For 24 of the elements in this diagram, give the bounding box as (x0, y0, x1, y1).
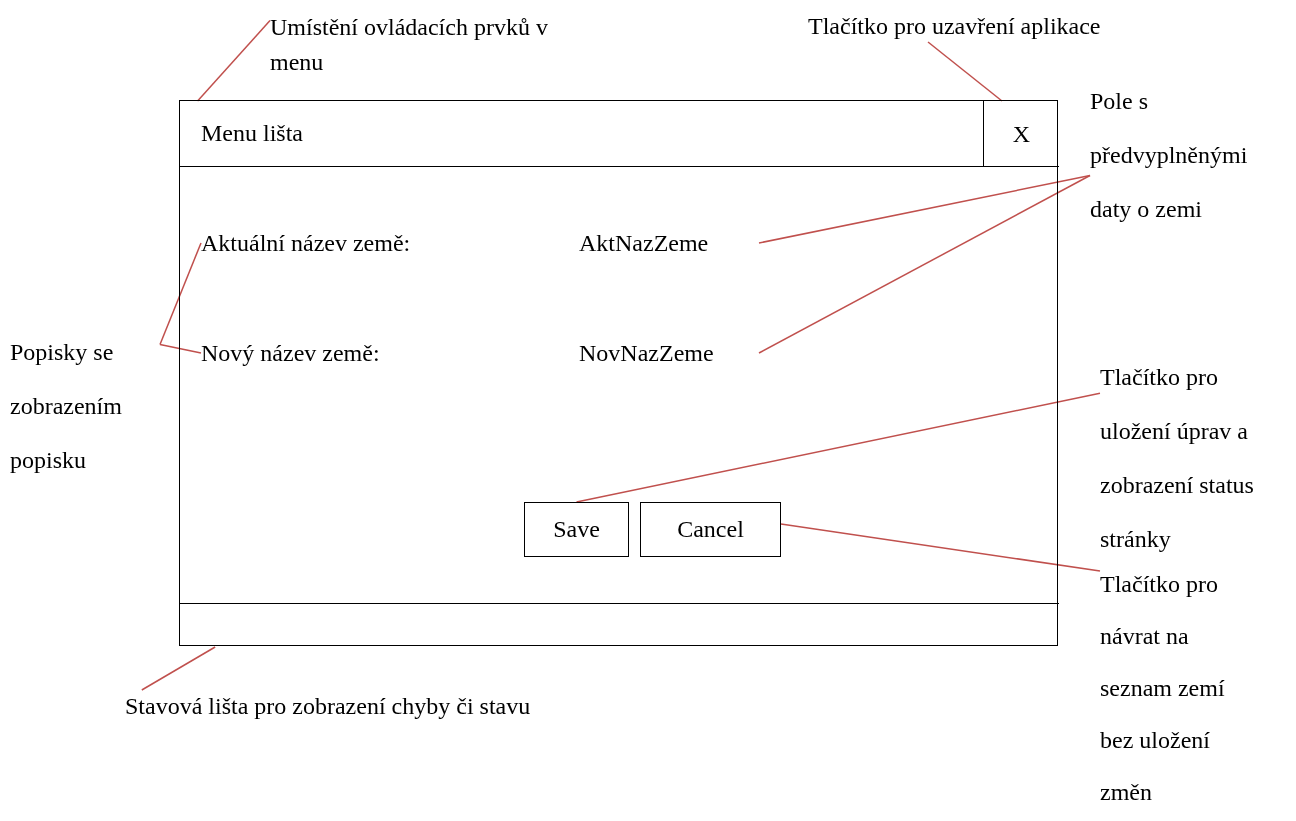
leader-line (196, 19, 271, 102)
annotation-text: Umístění ovládacích prvků v menu (270, 10, 600, 80)
leader-line (575, 392, 1101, 503)
annotation-text: Popisky se zobrazením popisku (10, 325, 160, 487)
annotation-text: Tlačítko pro uzavření aplikace (808, 10, 1208, 42)
leader-line (758, 174, 1091, 354)
field-label: Nový název země: (201, 337, 501, 369)
annotation-text: Stavová lišta pro zobrazení chyby či stavu (125, 690, 685, 722)
annotation-text: Pole s předvyplněnými daty o zemi (1090, 74, 1260, 290)
field-value: AktNazZeme (579, 227, 759, 259)
window-frame (179, 100, 1058, 646)
leader-line (780, 523, 1101, 572)
leader-line (159, 343, 202, 354)
leader-line (159, 242, 202, 346)
leader-line (758, 174, 1091, 244)
close-button: X (983, 101, 1059, 167)
menu-bar (180, 101, 1059, 167)
save-button: Save (524, 502, 629, 557)
menu-title: Menu lišta (201, 120, 303, 147)
leader-line (927, 41, 1003, 102)
field-label: Aktuální název země: (201, 227, 501, 259)
field-value: NovNazZeme (579, 337, 759, 369)
cancel-button: Cancel (640, 502, 781, 557)
leader-line (141, 646, 216, 691)
